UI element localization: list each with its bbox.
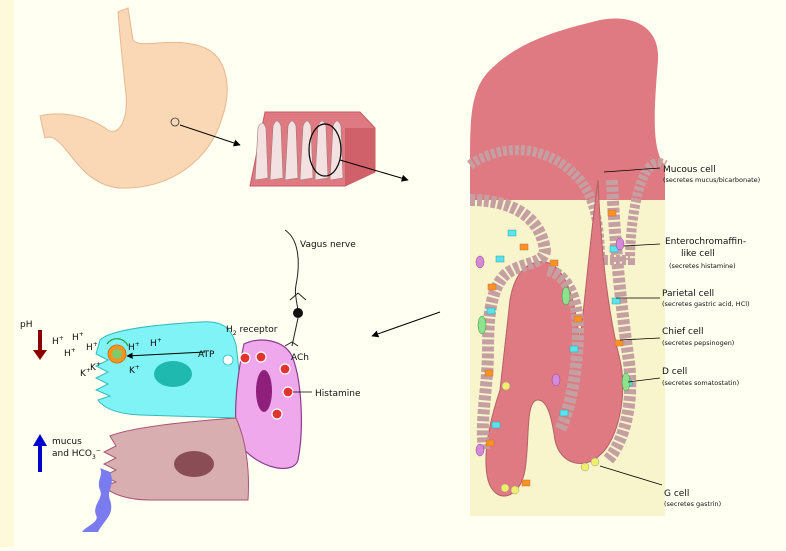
ecl-nucleus (256, 370, 272, 412)
label-g-cell: G cell (secretes gastrin) (664, 489, 721, 508)
ion-h-4: H+ (86, 341, 98, 353)
h2-receptor-label: H2 receptor (226, 325, 278, 337)
vagus-nerve: Vagus nerve (285, 230, 356, 346)
h2-receptor-site (223, 355, 233, 365)
mucous-cell-sub: (secretes mucus/bicarbonate) (663, 176, 760, 184)
parietal-nucleus (154, 361, 192, 387)
histamine-label: Histamine (315, 389, 361, 399)
ion-k-2: K+ (90, 361, 101, 373)
parietal-sub: (secretes gastric acid, HCl) (662, 300, 750, 308)
mucus-label-1: mucus (52, 437, 82, 447)
gland-lumen-top (470, 18, 665, 200)
vagus-label: Vagus nerve (300, 240, 356, 250)
gastric-gland (470, 18, 665, 516)
mucous-cell-title: Mucous cell (663, 165, 716, 175)
label-ecl-cell: Enterochromaffin- like cell (secretes hi… (665, 237, 746, 270)
arrow-gland-to-mechanism (372, 312, 440, 336)
d-cell-title: D cell (662, 367, 687, 377)
ach-label: ACh (291, 353, 309, 363)
parietal-cell-large (96, 322, 240, 418)
g-cell-title: G cell (664, 489, 689, 499)
label-chief-cell: Chief cell (secretes pepsinogen) (662, 327, 734, 347)
mucus-secretion (82, 468, 112, 532)
mucosa-tissue-block (250, 112, 375, 186)
label-mucous-cell: Mucous cell (secretes mucus/bicarbonate) (663, 165, 760, 184)
chief-title: Chief cell (662, 327, 704, 337)
ion-h-1: H+ (52, 335, 64, 347)
atp-label: ATP (198, 350, 215, 360)
ion-h-2: H+ (72, 331, 84, 343)
ecl-title-1: Enterochromaffin- (665, 237, 746, 247)
ph-label: pH (20, 320, 32, 330)
ecl-title-2: like cell (681, 249, 715, 259)
mucous-cell-large (82, 418, 249, 532)
label-parietal-cell: Parietal cell (secretes gastric acid, HC… (662, 289, 750, 308)
chief-sub: (secretes pepsinogen) (662, 339, 734, 347)
ecl-sub: (secretes histamine) (669, 262, 736, 270)
g-cell-sub: (secretes gastrin) (664, 500, 721, 508)
ion-h-3: H+ (64, 347, 76, 359)
d-cell-sub: (secretes somatostatin) (662, 379, 739, 387)
parietal-title: Parietal cell (662, 289, 714, 299)
ph-down-arrow (33, 350, 47, 360)
label-d-cell: D cell (secretes somatostatin) (662, 367, 739, 387)
edge-wash (0, 0, 14, 547)
mucous-nucleus (174, 451, 214, 477)
stomach-illustration (40, 8, 227, 188)
mucus-label-2: and HCO3− (52, 447, 101, 461)
mucus-up-arrow (33, 434, 47, 446)
